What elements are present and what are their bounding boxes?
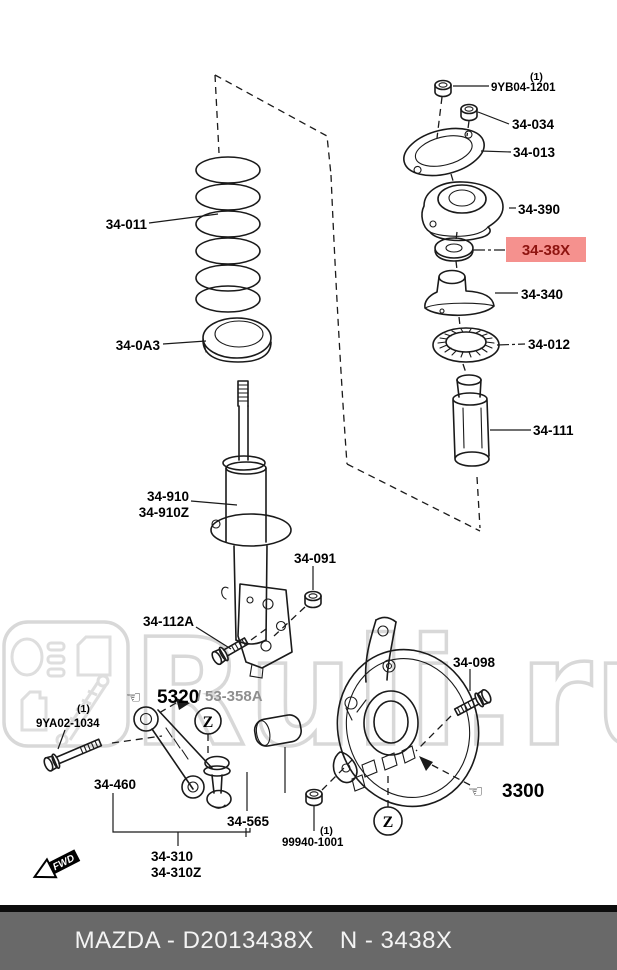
- footer-divider: [0, 905, 617, 912]
- ball-joint-drawing: [203, 755, 232, 809]
- watermark-text: Ruli.ru: [132, 607, 617, 779]
- footer-codes: MAZDA - D2013438X N - 3438X: [0, 912, 617, 970]
- upper-spring-seat-drawing: [424, 269, 495, 317]
- lower-arm-drawing: [133, 706, 213, 799]
- zone-marker-z-right: Z: [373, 806, 403, 836]
- coil-spring-drawing: [195, 156, 261, 313]
- exploded-parts-diagram: Ruli.ru: [2, 71, 617, 880]
- footer-bar: MAZDA - D2013438X N - 3438X: [0, 905, 617, 970]
- assembly-centerlines: [111, 74, 481, 807]
- ref-code-knuckle[interactable]: 3300: [502, 781, 544, 802]
- dust-cover-ring-drawing: [432, 327, 500, 363]
- callout-nut-upper[interactable]: 9YB04-1201: [491, 82, 556, 94]
- callout-arm-bushing[interactable]: 34-460: [94, 777, 136, 792]
- knuckle-nut-drawing: [305, 788, 323, 807]
- callout-shield-bolt[interactable]: 34-098: [453, 655, 496, 670]
- callout-mount-plate[interactable]: 34-013: [513, 145, 556, 160]
- upper-mount-nut-drawing: [434, 79, 452, 98]
- callout-labels: (1) 9YB04-1201 34-034 34-013 34-390 34-3…: [36, 71, 586, 880]
- qty-knuckle-nut: (1): [320, 825, 333, 837]
- footer-catalog-code: N - 3438X: [339, 927, 453, 954]
- callout-strut-z[interactable]: 34-910Z: [139, 505, 189, 520]
- callout-bump-stop[interactable]: 34-111: [533, 423, 574, 438]
- watermark-logo-icon: [2, 620, 130, 748]
- callout-lower-arm[interactable]: 34-310: [151, 849, 193, 864]
- ref-sep-arm: /: [197, 688, 202, 705]
- bearing-drawing: [434, 237, 474, 262]
- svg-text:FWD: FWD: [51, 853, 76, 873]
- leader-lines: [57, 85, 531, 846]
- svg-text:Z: Z: [203, 714, 214, 731]
- callout-knuckle-nut[interactable]: 99940-1001: [282, 837, 344, 849]
- ref-alt-code-arm[interactable]: 53-358A: [205, 688, 263, 705]
- mount-plate-drawing: [403, 127, 485, 177]
- callout-strut-nut[interactable]: 34-091: [294, 551, 337, 566]
- mount-nut-drawing: [460, 103, 478, 122]
- arm-bolt-drawing: [43, 738, 103, 772]
- callout-spring-seat-lower[interactable]: 34-0A3: [116, 338, 161, 353]
- pointer-hand-icon: ☜: [468, 782, 483, 802]
- callout-bearing-highlighted[interactable]: 34-38X: [522, 242, 570, 259]
- qty-arm-bolt: (1): [77, 703, 90, 715]
- pointer-hand-icon: ☜: [126, 688, 141, 708]
- footer-brand-code: MAZDA - D2013438X: [74, 927, 314, 954]
- arm-bushing-drawing: [253, 714, 302, 747]
- strut-nut-drawing: [304, 590, 322, 609]
- bracket-bolt-drawing: [211, 637, 249, 666]
- callout-arm-bolt[interactable]: 9YA02-1034: [36, 718, 100, 730]
- callout-coil-spring[interactable]: 34-011: [106, 217, 148, 232]
- callout-lower-arm-z[interactable]: 34-310Z: [151, 865, 201, 880]
- strut-mount-drawing: [421, 181, 504, 242]
- svg-text:Z: Z: [383, 814, 394, 831]
- ref-arrowhead-3300: [419, 756, 433, 771]
- callout-strut-mount[interactable]: 34-390: [518, 202, 560, 217]
- callout-ball-joint[interactable]: 34-565: [227, 814, 270, 829]
- fwd-direction-arrow: FWD: [32, 849, 81, 879]
- callout-nut-mount[interactable]: 34-034: [512, 117, 555, 132]
- strut-drawing: [210, 380, 293, 679]
- highlighted-part-box[interactable]: [506, 237, 586, 262]
- knuckle-shield-drawing: [332, 616, 480, 808]
- zone-marker-z-left: Z: [194, 707, 222, 735]
- callout-bracket-bolt[interactable]: 34-112A: [143, 614, 194, 629]
- callout-strut[interactable]: 34-910: [147, 489, 189, 504]
- ref-code-arm[interactable]: 5320: [157, 687, 199, 708]
- lower-spring-seat-drawing: [202, 317, 272, 363]
- ref-arrowhead-5320: [176, 698, 190, 710]
- shield-bolt-drawing: [453, 688, 492, 717]
- callout-spring-seat-upper[interactable]: 34-340: [521, 287, 563, 302]
- bump-stop-drawing: [452, 374, 490, 467]
- watermark: Ruli.ru: [2, 605, 617, 781]
- callout-dust-cover[interactable]: 34-012: [528, 337, 570, 352]
- qty-nut-upper: (1): [530, 71, 543, 83]
